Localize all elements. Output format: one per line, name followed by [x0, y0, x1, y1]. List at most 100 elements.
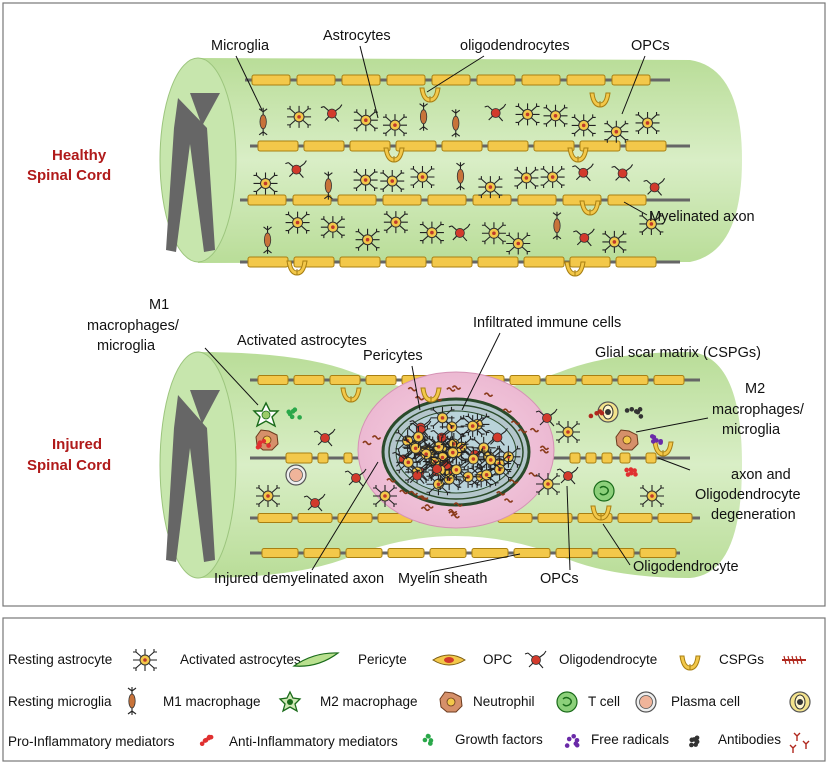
myelin-segment [537, 513, 573, 523]
tcell [593, 480, 615, 502]
cspg-fragment [420, 506, 431, 512]
resting-astrocyte [603, 120, 629, 144]
pro-inflammatory-dots-icon [199, 734, 214, 747]
antibodies-icon [789, 732, 810, 753]
injured-panel: Injured Spinal Cord M1 macrophages/ micr… [27, 297, 805, 587]
label-oligodendrocyte: Oligodendrocyte [633, 559, 739, 575]
cspg-fragment [450, 513, 460, 519]
label-microglia: Microglia [211, 38, 270, 54]
mediator-dot [689, 742, 694, 748]
plasma-cell-icon [635, 691, 657, 713]
mediator-dot [206, 734, 212, 740]
mediator-dot [566, 736, 572, 742]
myelin-segment [615, 256, 657, 268]
mediator-dot [297, 415, 302, 420]
cspg-fragment [408, 490, 419, 496]
antibody-glyph [789, 744, 797, 753]
myelin-segment [261, 548, 299, 558]
myelin-segment [607, 194, 647, 206]
injured-cells [253, 387, 674, 521]
cspg-fragment [528, 472, 538, 477]
label-pericytes: Pericytes [363, 348, 423, 364]
cspg-fragment [539, 448, 550, 454]
myelin-segment [303, 140, 345, 152]
healthy-myelin [247, 74, 667, 268]
myelin-segment [533, 140, 575, 152]
myelin-segment [477, 256, 519, 268]
resting-astrocyte [353, 108, 379, 132]
healthy-title-line2: Spinal Cord [27, 167, 111, 184]
legend-activated-astrocytes: Activated astrocytes [180, 652, 301, 667]
label-astrocytes: Astrocytes [323, 28, 391, 44]
mediator-dot [650, 439, 656, 444]
resting-astrocyte [601, 230, 627, 254]
myelin-segment [247, 194, 287, 206]
lesion-debris [362, 385, 550, 519]
cspg-fragment [451, 385, 462, 390]
mediator-dot [257, 443, 262, 449]
mediator-dot [691, 737, 697, 742]
cspg-fragment [414, 395, 425, 401]
resting-astrocyte [252, 171, 279, 196]
myelin-segment [639, 548, 677, 558]
cspg-fragment [417, 495, 428, 501]
mediator-dot [633, 409, 639, 414]
myelin-segment [625, 140, 667, 152]
resting-astrocyte [372, 484, 398, 508]
label-activated-astrocytes: Activated astrocytes [237, 333, 367, 349]
myelin-segment [521, 74, 561, 86]
mediator-dot [571, 733, 576, 739]
myelin-segment [566, 74, 606, 86]
resting-astrocyte [409, 165, 436, 189]
legend-pericyte: Pericyte [358, 652, 407, 667]
cspg-fragment [362, 440, 372, 446]
legend-resting-microglia: Resting microglia [8, 694, 112, 709]
mediator-dot [651, 434, 657, 440]
mediator-dot [628, 470, 634, 476]
resting-astrocyte [286, 105, 312, 129]
myelin-segment [645, 452, 657, 464]
resting-astrocyte [382, 113, 408, 137]
legend-antibodies: Antibodies [718, 732, 781, 747]
myelin-segment [257, 375, 289, 385]
myelin-segment [297, 513, 333, 523]
myelin-segment [247, 256, 289, 268]
healthy-cylinder [159, 57, 742, 263]
legend-pro-inflammatory: Pro-Inflammatory mediators [8, 734, 175, 749]
resting-astrocyte [353, 168, 379, 192]
legend-resting-astrocyte: Resting astrocyte [8, 652, 112, 667]
resting-astrocyte [555, 420, 581, 444]
mediator-dot [286, 409, 292, 415]
label-degen-line3: degeneration [711, 507, 796, 523]
cspg-fragment [446, 387, 456, 392]
cspg-fragment [447, 508, 458, 514]
legend-neutrophil: Neutrophil [473, 694, 535, 709]
infiltrated-astrocyte [478, 448, 504, 472]
lesion [357, 371, 555, 529]
myelin-segment [293, 256, 335, 268]
myelin-segment [617, 375, 649, 385]
antibody-glyph [793, 732, 801, 741]
resting-astrocyte [379, 169, 405, 193]
myelin-segment [385, 256, 427, 268]
label-m1-line1: M1 [149, 297, 169, 313]
anti-inflammatory-dots-icon [422, 733, 434, 746]
mediator-dot [428, 738, 434, 743]
mediator-dot [564, 743, 570, 748]
infiltrated-astrocyte [440, 441, 466, 465]
resting-astrocyte [542, 104, 569, 128]
resting-astrocyte [634, 111, 661, 135]
resting-astrocyte [383, 210, 409, 234]
resting-astrocyte [639, 484, 665, 508]
myelin-segment [441, 140, 483, 152]
cspg-fragment [502, 408, 512, 413]
myelin-segment [429, 548, 467, 558]
injured-title-line1: Injured [52, 436, 102, 453]
cspg-fragment [399, 489, 409, 495]
myelin-segment [285, 452, 313, 464]
myelin-segment [292, 194, 332, 206]
cspg-fragment [448, 510, 458, 516]
label-m2-line1: M2 [745, 381, 765, 397]
legend-m2-macrophage: M2 macrophage [320, 694, 418, 709]
resting-astrocyte [481, 221, 507, 245]
